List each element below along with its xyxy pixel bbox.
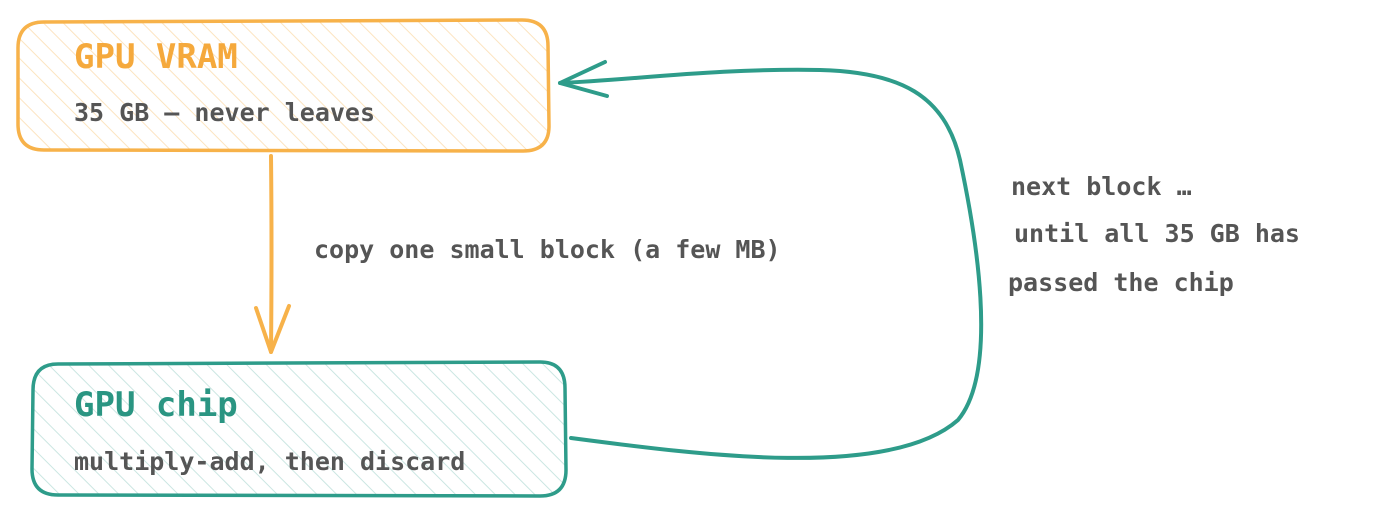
loop-arrow-label-line-2: until all 35 GB has [1014,219,1300,248]
copy-arrow: copy one small block (a few MB) [254,154,781,354]
copy-arrow-line [269,154,274,354]
loop-arrow: next block … until all 35 GB has passed … [558,60,1300,460]
loop-arrow-label-line-1: next block … [1011,172,1192,201]
chip-box-title: GPU chip [74,385,238,425]
vram-box-title: GPU VRAM [74,37,238,77]
chip-box-fill [30,360,568,498]
loop-arrow-line [558,67,984,460]
loop-arrow-head [558,60,609,98]
vram-box-fill [16,18,551,153]
vram-box-subtitle: 35 GB — never leaves [74,98,375,127]
chip-box-subtitle: multiply-add, then discard [74,447,465,476]
copy-arrow-label: copy one small block (a few MB) [314,235,781,264]
chip-box: GPU chip multiply-add, then discard [30,360,568,498]
copy-arrow-head [254,304,291,354]
loop-arrow-label-line-3: passed the chip [1008,268,1234,297]
vram-box: GPU VRAM 35 GB — never leaves [16,18,551,153]
